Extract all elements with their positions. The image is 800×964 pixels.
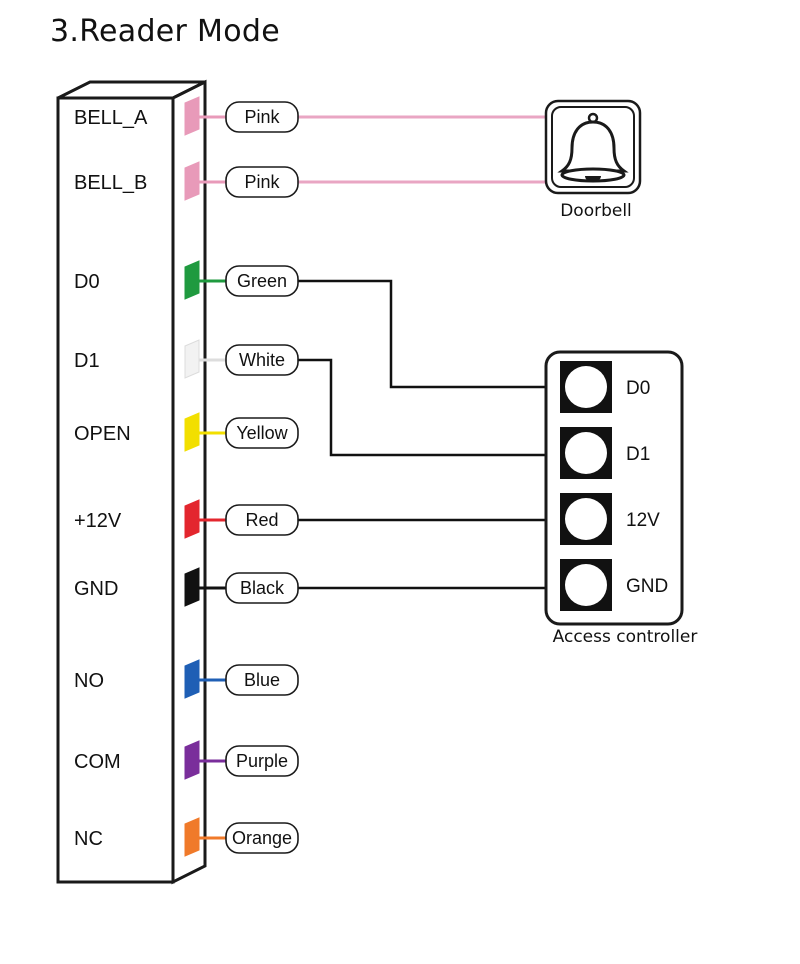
- bell-icon: [557, 112, 629, 183]
- wire-d0: [298, 279, 548, 389]
- wire-tag-label-bell-a: Pink: [244, 107, 280, 127]
- pin-label-nc: NC: [74, 828, 103, 850]
- pin-label-bell-a: BELL_A: [74, 107, 148, 129]
- connector-com: [184, 740, 200, 780]
- pin-label-12v: +12V: [74, 510, 122, 532]
- terminal-label-d1: D1: [626, 444, 650, 465]
- wire-tag-d0: [225, 265, 299, 297]
- wire-tag-label-open: Yellow: [236, 423, 288, 443]
- terminal-label-12v: 12V: [626, 510, 660, 531]
- connector-bell-b: [184, 161, 200, 201]
- terminal-label-gnd: GND: [626, 576, 668, 597]
- terminal-screw-gnd: [565, 564, 607, 606]
- wire-tag-label-com: Purple: [236, 751, 288, 771]
- wire-tag-bell-a: [225, 101, 299, 133]
- wire-tag-label-d0: Green: [237, 271, 287, 291]
- wire-tag-label-gnd: Black: [240, 578, 285, 598]
- pin-label-d1: D1: [74, 350, 100, 372]
- wire-tag-d1: [225, 344, 299, 376]
- pin-label-open: OPEN: [74, 423, 131, 445]
- wire-tag-12v: [225, 504, 299, 536]
- wire-d1: [298, 358, 548, 457]
- access-controller-caption: Access controller: [553, 627, 698, 647]
- connector-no: [184, 659, 200, 699]
- terminal-screw-d1: [565, 432, 607, 474]
- pin-label-d0: D0: [74, 271, 100, 293]
- doorbell-caption: Doorbell: [560, 201, 632, 221]
- pin-label-bell-b: BELL_B: [74, 172, 147, 194]
- page-title: 3.Reader Mode: [50, 14, 280, 49]
- wire-tag-label-12v: Red: [245, 510, 278, 530]
- wire-tag-label-d1: White: [239, 350, 285, 370]
- connector-d0: [184, 260, 200, 300]
- wire-tag-com: [225, 745, 299, 777]
- pin-label-no: NO: [74, 670, 104, 692]
- terminal-screw-d0: [565, 366, 607, 408]
- wire-tag-label-nc: Orange: [232, 828, 292, 848]
- connector-gnd: [184, 567, 200, 607]
- wire-tag-label-bell-b: Pink: [244, 172, 280, 192]
- connector-bell-a: [184, 96, 200, 136]
- terminal-label-d0: D0: [626, 378, 650, 399]
- pin-label-com: COM: [74, 751, 121, 773]
- connector-nc: [184, 817, 200, 857]
- terminal-screw-12v: [565, 498, 607, 540]
- connector-d1: [184, 339, 200, 379]
- doorbell: Doorbell: [544, 99, 642, 221]
- access-controller-box: [544, 350, 684, 626]
- wire-tag-open: [225, 417, 299, 449]
- pin-label-gnd: GND: [74, 578, 118, 600]
- wire-tag-nc: [225, 822, 299, 854]
- wire-tag-bell-b: [225, 166, 299, 198]
- wire-tag-no: [225, 664, 299, 696]
- wire-tag-label-no: Blue: [244, 670, 280, 690]
- connector-12v: [184, 499, 200, 539]
- wire-tag-gnd: [225, 572, 299, 604]
- connector-open: [184, 412, 200, 452]
